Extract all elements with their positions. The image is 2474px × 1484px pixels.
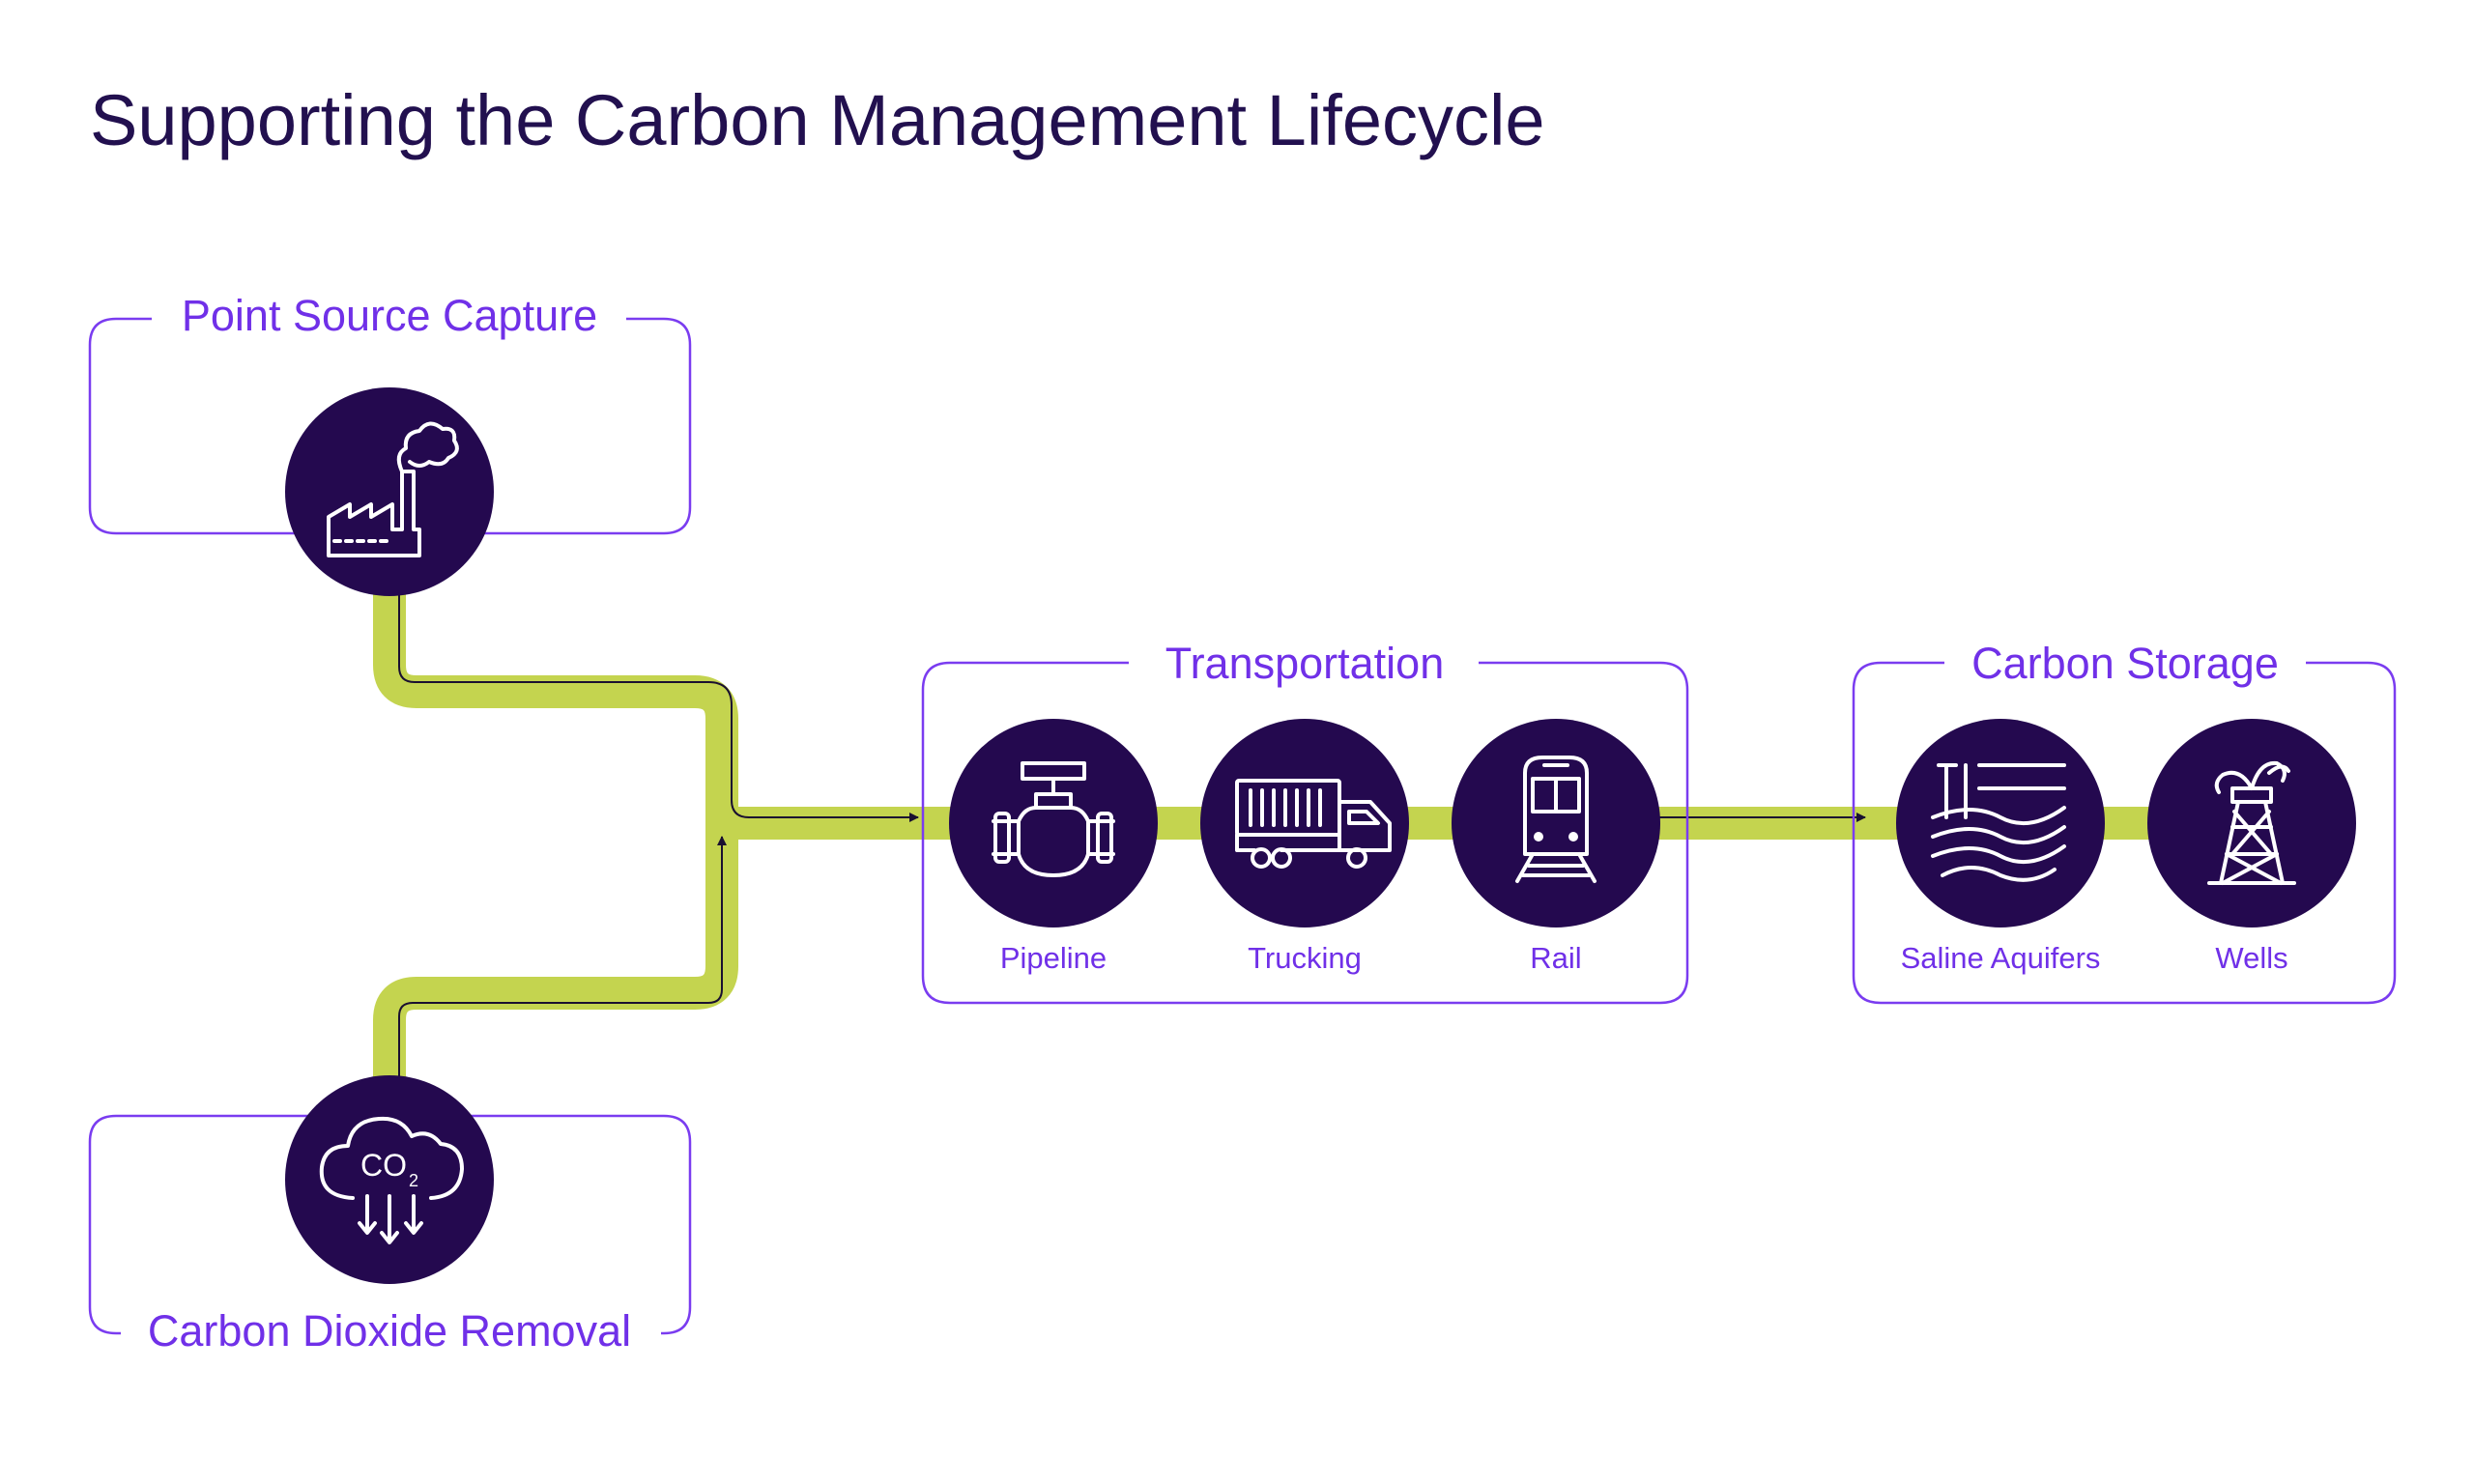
node-circle	[949, 719, 1158, 928]
group-transportation: Transportation	[921, 639, 1689, 1005]
flow-line-point-source	[398, 589, 919, 822]
train-icon	[1515, 756, 1597, 883]
node-factory	[285, 387, 494, 596]
node-label: Saline Aquifers	[1901, 941, 2101, 975]
group-box-border	[1852, 661, 2397, 1005]
node-label: Trucking	[1248, 941, 1362, 975]
node-circle	[1452, 719, 1660, 928]
page-title: Supporting the Carbon Management Lifecyc…	[90, 80, 1545, 160]
node-circle	[285, 387, 494, 596]
node-label: Rail	[1530, 941, 1581, 975]
co2-cloud-icon: CO 2	[319, 1116, 464, 1244]
truck-icon	[1235, 779, 1392, 869]
node-circle	[2147, 719, 2356, 928]
node-label: Wells	[2215, 941, 2287, 975]
node-saline-aquifers: Saline Aquifers	[1896, 719, 2105, 975]
node-circle	[1896, 719, 2105, 928]
pipe-from-point-source	[373, 589, 738, 1082]
factory-icon	[327, 421, 459, 557]
node-circle	[285, 1075, 494, 1284]
group-carbon-storage: Carbon Storage	[1852, 639, 2397, 1005]
node-wells: Wells	[2147, 719, 2356, 975]
group-label: Transportation	[1165, 639, 1444, 688]
co2-text: CO	[360, 1148, 407, 1183]
oil-derrick-icon	[2207, 760, 2296, 885]
node-trucking: Trucking	[1200, 719, 1409, 975]
node-label: Pipeline	[1000, 941, 1107, 975]
water-layers-icon	[1931, 763, 2066, 882]
group-label: Point Source Capture	[182, 291, 597, 340]
node-circle	[1200, 719, 1409, 928]
group-label: Carbon Dioxide Removal	[148, 1306, 631, 1356]
node-rail: Rail	[1452, 719, 1660, 975]
flow-line-removal	[398, 836, 727, 1082]
valve-icon	[992, 761, 1115, 877]
group-label: Carbon Storage	[1971, 639, 2279, 688]
co2-subscript: 2	[409, 1171, 418, 1190]
node-co2-removal: CO 2	[285, 1075, 494, 1284]
node-pipeline: Pipeline	[949, 719, 1158, 975]
group-box-border	[921, 661, 1689, 1005]
